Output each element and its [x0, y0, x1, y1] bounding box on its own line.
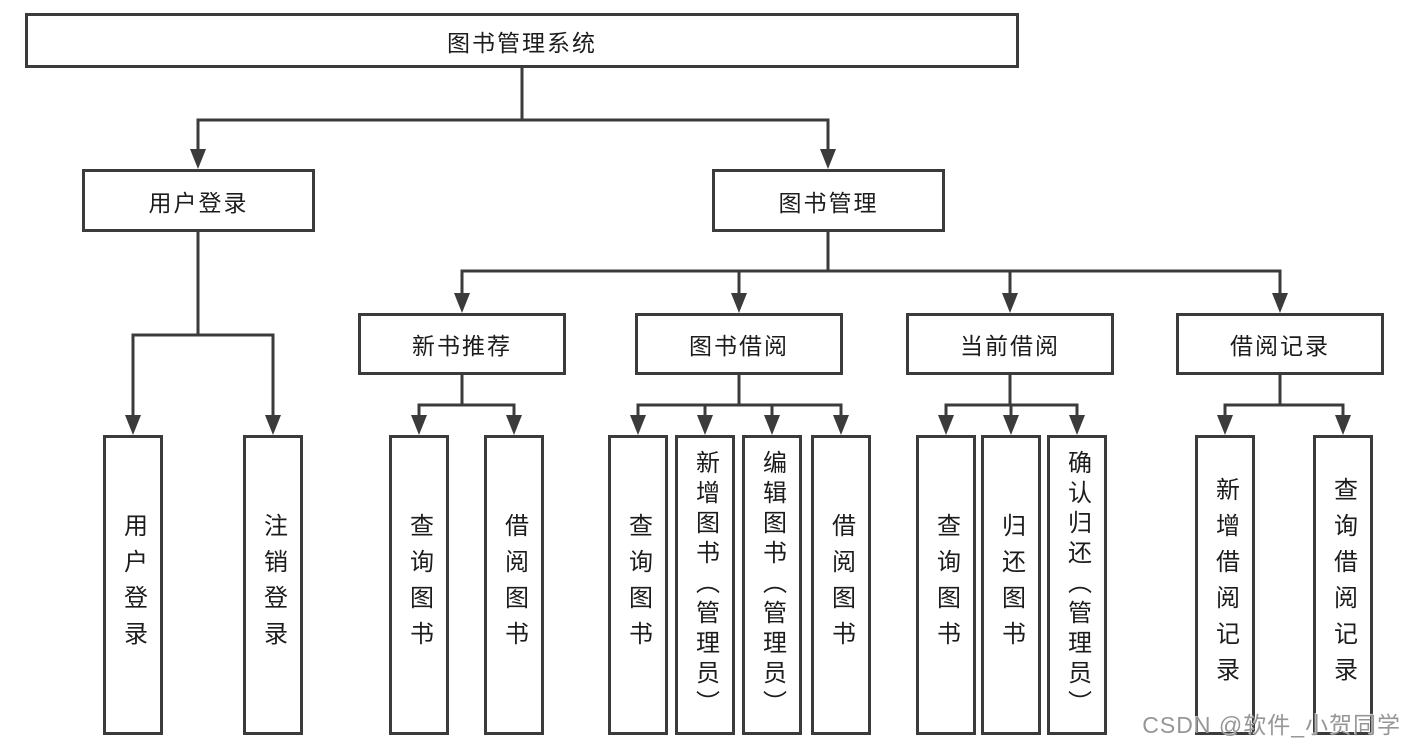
arrowhead-down-icon — [1069, 415, 1085, 435]
arrowhead-down-icon — [411, 415, 427, 435]
arrowhead-down-icon — [833, 415, 849, 435]
arrowhead-down-icon — [731, 293, 747, 313]
leaf-borrow-borrow-books-box: 借阅图书 — [811, 435, 871, 735]
arrowhead-down-icon — [630, 415, 646, 435]
leaf-current-return-books-box: 归还图书 — [981, 435, 1041, 735]
leaf-borrow-add-books-admin-box: 新增图书（管理员） — [675, 435, 735, 735]
group-current-borrow-box: 当前借阅 — [906, 313, 1114, 375]
leaf-current-query-books-box: 查询图书 — [916, 435, 976, 735]
leaf-borrow-query-books-box: 查询图书 — [608, 435, 668, 735]
branch-book-management-box: 图书管理 — [712, 169, 945, 232]
group-borrow-records-box: 借阅记录 — [1176, 313, 1384, 375]
leaf-borrow-edit-books-admin-box: 编辑图书（管理员） — [742, 435, 802, 735]
arrowhead-down-icon — [697, 415, 713, 435]
arrowhead-down-icon — [1335, 415, 1351, 435]
leaf-records-query-record-box: 查询借阅记录 — [1313, 435, 1373, 735]
leaf-logout-box: 注销登录 — [243, 435, 303, 735]
arrowhead-down-icon — [938, 415, 954, 435]
arrowhead-down-icon — [190, 149, 206, 169]
leaf-recommend-borrow-books-box: 借阅图书 — [484, 435, 544, 735]
node-root-system: 图书管理系统 — [25, 13, 1019, 68]
arrowhead-down-icon — [506, 415, 522, 435]
arrowhead-down-icon — [1272, 293, 1288, 313]
leaf-recommend-query-books-box: 查询图书 — [389, 435, 449, 735]
leaf-records-add-record-box: 新增借阅记录 — [1195, 435, 1255, 735]
arrowhead-down-icon — [764, 415, 780, 435]
arrowhead-down-icon — [125, 415, 141, 435]
leaf-user-login-box: 用户登录 — [103, 435, 163, 735]
arrowhead-down-icon — [820, 149, 836, 169]
branch-user-login-box: 用户登录 — [82, 169, 315, 232]
csdn-watermark: CSDN @软件_小贺同学 — [1142, 712, 1401, 738]
arrowhead-down-icon — [1217, 415, 1233, 435]
arrowhead-down-icon — [454, 293, 470, 313]
group-new-book-recommend-box: 新书推荐 — [358, 313, 566, 375]
leaf-current-confirm-return-admin-box: 确认归还（管理员） — [1047, 435, 1107, 735]
arrowhead-down-icon — [1003, 415, 1019, 435]
arrowhead-down-icon — [265, 415, 281, 435]
group-book-borrow-box: 图书借阅 — [635, 313, 843, 375]
arrowhead-down-icon — [1002, 293, 1018, 313]
